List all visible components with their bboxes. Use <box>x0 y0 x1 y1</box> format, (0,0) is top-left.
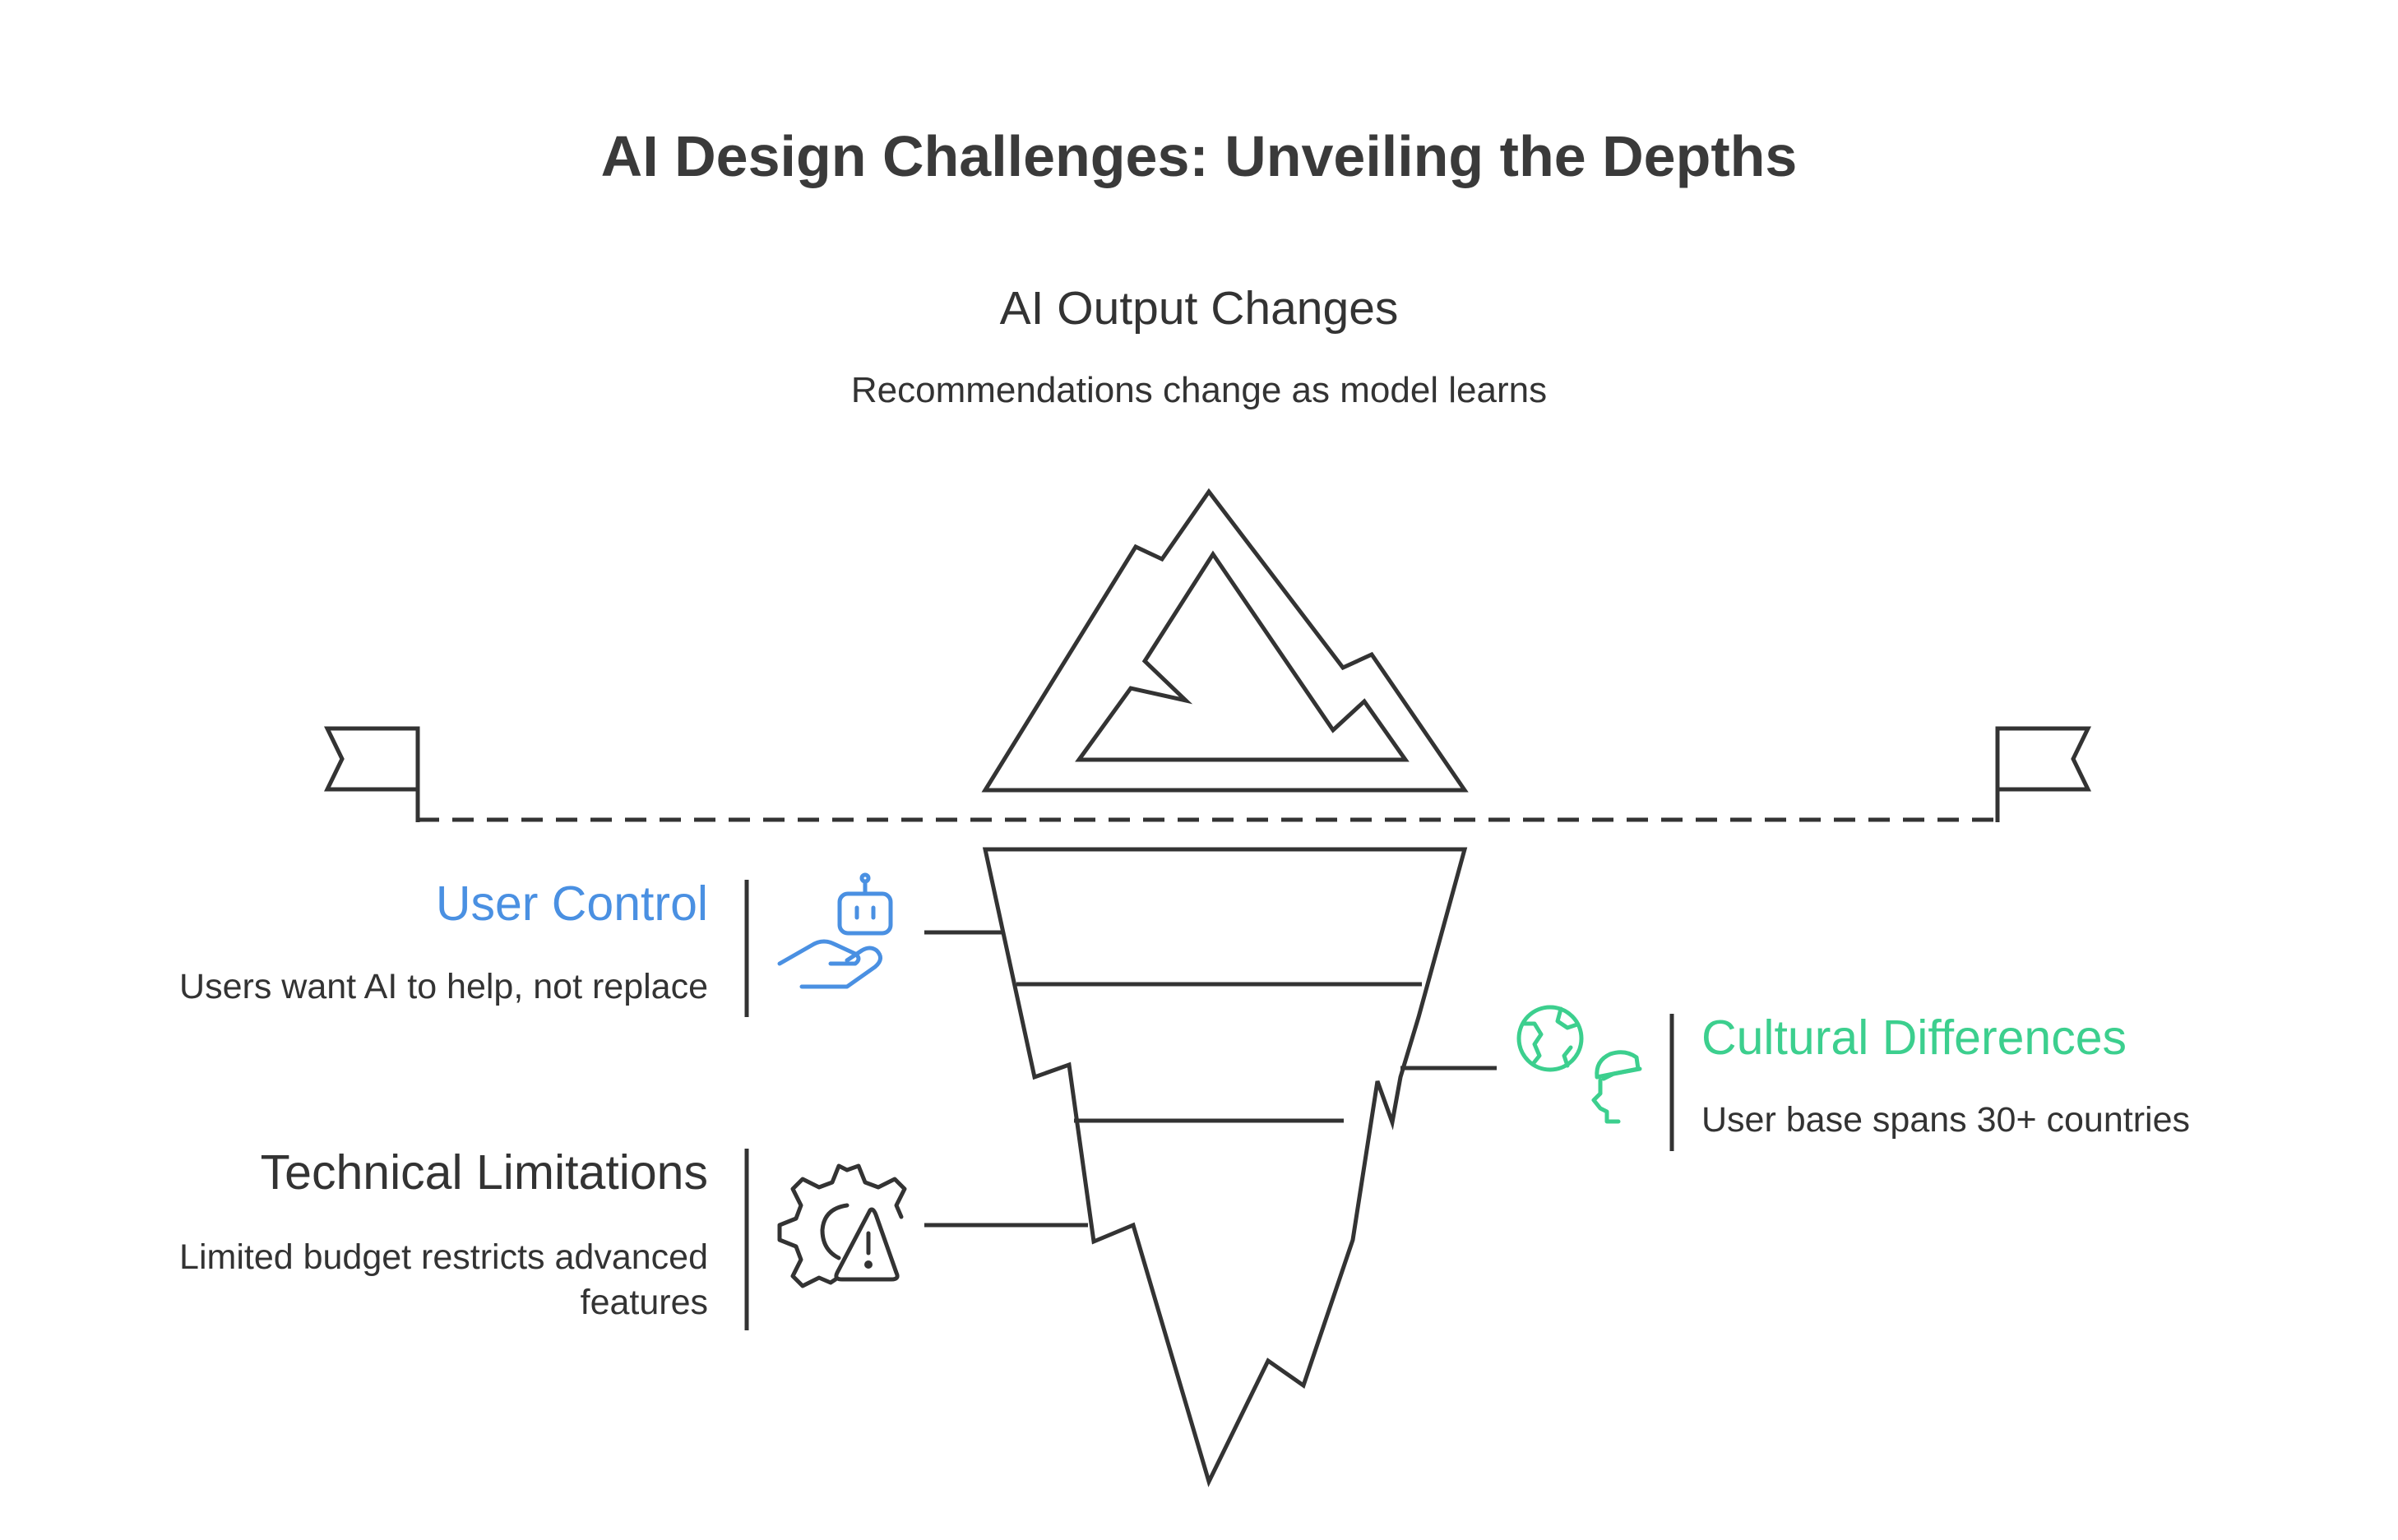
technical-limitations-title: Technical Limitations <box>260 1145 708 1200</box>
cultural-differences-title: Cultural Differences <box>1701 1010 2127 1065</box>
peak-description: Recommendations change as model learns <box>850 370 1548 410</box>
page-title: AI Design Challenges: Unveiling the Dept… <box>600 124 1798 188</box>
iceberg-body <box>982 847 1468 1487</box>
right-flag <box>1995 726 2091 822</box>
gear-warning-icon <box>777 1163 907 1288</box>
left-flag <box>324 726 420 822</box>
peak-title: AI Output Changes <box>999 282 1399 335</box>
globe-heads-icon <box>1516 1005 1642 1124</box>
user-control-description: Users want AI to help, not replace <box>179 967 708 1006</box>
robot-hand-icon <box>777 872 893 989</box>
user-control-title: User Control <box>435 876 708 931</box>
cultural-differences-description: User base spans 30+ countries <box>1701 1100 2190 1140</box>
technical-limitations-description: Limited budget restricts advanced featur… <box>179 1237 708 1322</box>
iceberg-peak <box>981 488 1469 793</box>
